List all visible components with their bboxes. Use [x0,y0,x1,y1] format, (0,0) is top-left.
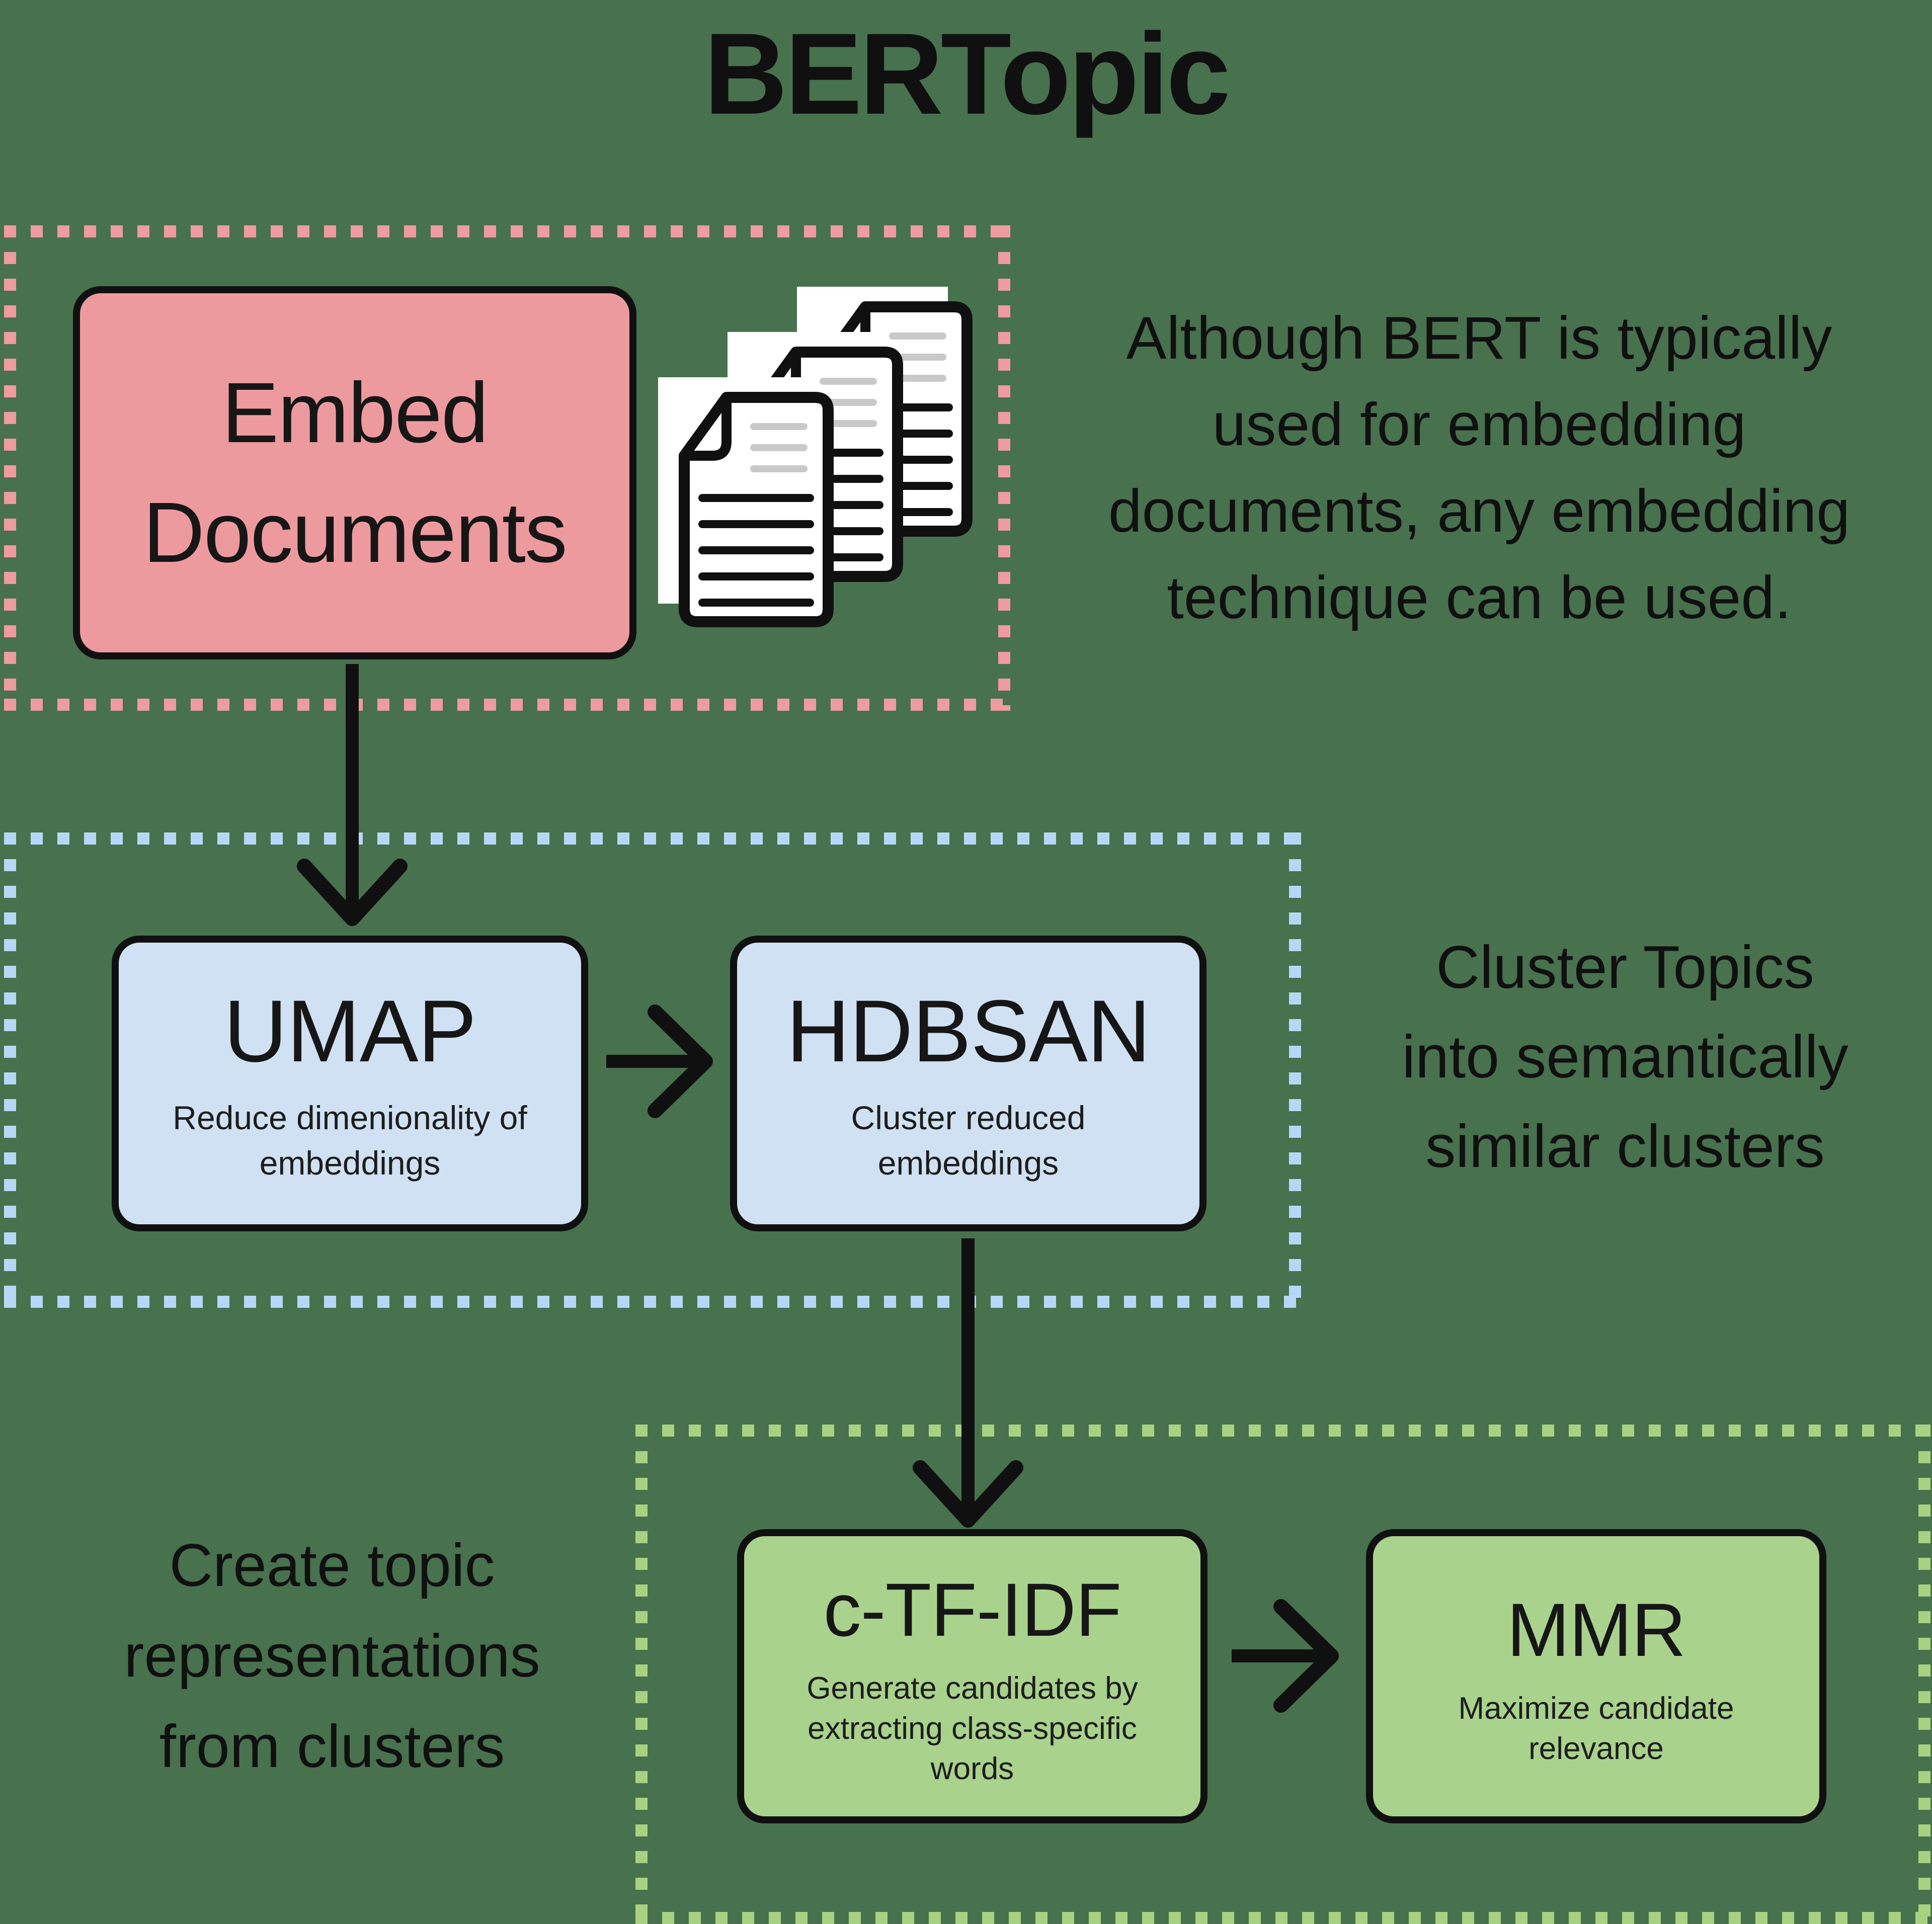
topic-note: Create topic representations from cluste… [60,1520,604,1792]
umap-title: UMAP [223,982,477,1080]
ctfidf-subtitle: Generate candidates by extracting class-… [807,1668,1138,1789]
subtitle-line: embeddings [259,1144,441,1182]
umap-node: UMAP Reduce dimenionality of embeddings [112,936,588,1231]
subtitle-line: extracting class-specific [808,1711,1137,1746]
subtitle-line: Generate candidates by [807,1671,1138,1706]
umap-subtitle: Reduce dimenionality of embeddings [173,1095,527,1186]
subtitle-line: embeddings [877,1144,1059,1182]
embedding-note: Although BERT is typically used for embe… [1052,295,1907,641]
hdbsan-node: HDBSAN Cluster reduced embeddings [730,936,1206,1231]
note-line: technique can be used. [1167,564,1792,631]
mmr-title: MMR [1506,1587,1686,1672]
hdbsan-title: HDBSAN [786,982,1151,1080]
note-line: representations [124,1622,540,1690]
note-line: into semantically [1402,1023,1848,1091]
embed-documents-node: Embed Documents [73,286,636,659]
note-line: Create topic [169,1532,495,1599]
note-line: used for embedding [1212,391,1746,458]
mmr-node: MMR Maximize candidate relevance [1366,1529,1826,1823]
note-line: Cluster Topics [1436,934,1814,1001]
embed-node-label-line1: Embed [221,365,489,461]
note-line: similar clusters [1425,1113,1825,1180]
embed-node-label-line2: Documents [143,485,568,580]
subtitle-line: Cluster reduced [851,1099,1086,1136]
note-line: from clusters [159,1713,505,1780]
cluster-note: Cluster Topics into semantically similar… [1348,923,1902,1191]
hdbsan-subtitle: Cluster reduced embeddings [851,1095,1086,1186]
documents-stack-icon [658,287,973,627]
ctfidf-title: c-TF-IDF [823,1567,1122,1652]
subtitle-line: Reduce dimenionality of [173,1099,527,1136]
subtitle-line: relevance [1528,1731,1664,1766]
subtitle-line: Maximize candidate [1458,1691,1734,1726]
mmr-subtitle: Maximize candidate relevance [1459,1689,1734,1769]
note-line: documents, any embedding [1108,477,1850,545]
note-line: Although BERT is typically [1126,304,1832,372]
ctfidf-node: c-TF-IDF Generate candidates by extracti… [737,1529,1208,1823]
document-icon [658,377,834,627]
subtitle-line: words [930,1751,1014,1786]
page-title: BERTopic [704,9,1231,138]
